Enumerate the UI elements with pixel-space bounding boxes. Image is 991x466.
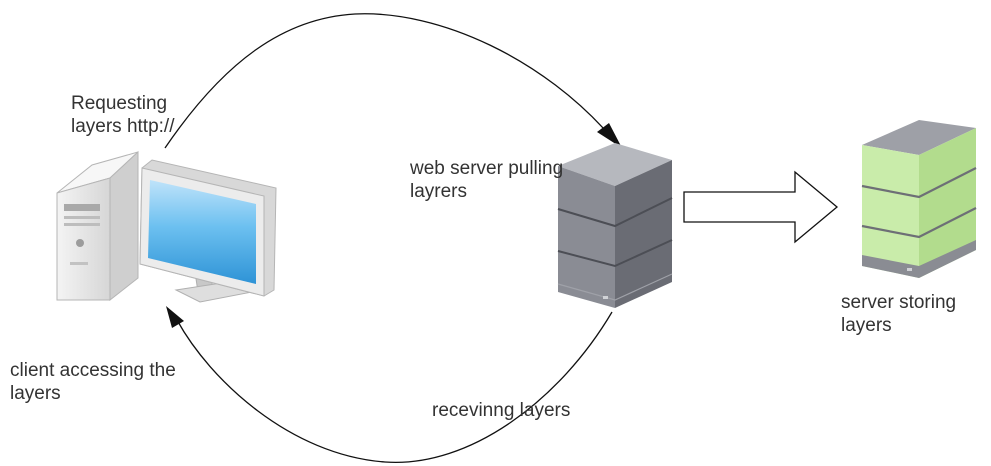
desktop-computer-icon xyxy=(56,150,277,303)
requesting-label-line2: layers http:// xyxy=(71,116,175,137)
web-server-label: web server pulling layrers xyxy=(410,157,563,203)
receiving-layers-label: recevinng layers xyxy=(432,399,570,422)
request-arrow xyxy=(164,13,622,149)
block-arrow-right-icon xyxy=(683,170,839,244)
web-server-label-line1: web server pulling xyxy=(410,158,564,179)
client-label-line1: client accessing the xyxy=(10,360,176,381)
requesting-layers-label: Requesting layers http:// xyxy=(71,92,175,138)
web-server-label-line2: layrers xyxy=(410,181,468,202)
server-tower-icon xyxy=(557,143,673,308)
request-arrowhead-icon xyxy=(597,123,622,148)
client-label-line2: layers xyxy=(10,383,61,404)
response-arrowhead-icon xyxy=(166,306,184,328)
receiving-label-line1: recevinng layers xyxy=(432,400,571,421)
response-arrow xyxy=(166,306,613,463)
storage-label-line1: server storing xyxy=(841,292,957,313)
storage-server-icon xyxy=(861,120,977,278)
requesting-label-line1: Requesting xyxy=(71,93,168,114)
storage-server-label: server storing layers xyxy=(841,291,956,337)
client-label: client accessing the layers xyxy=(10,359,176,405)
storage-label-line2: layers xyxy=(841,315,892,336)
